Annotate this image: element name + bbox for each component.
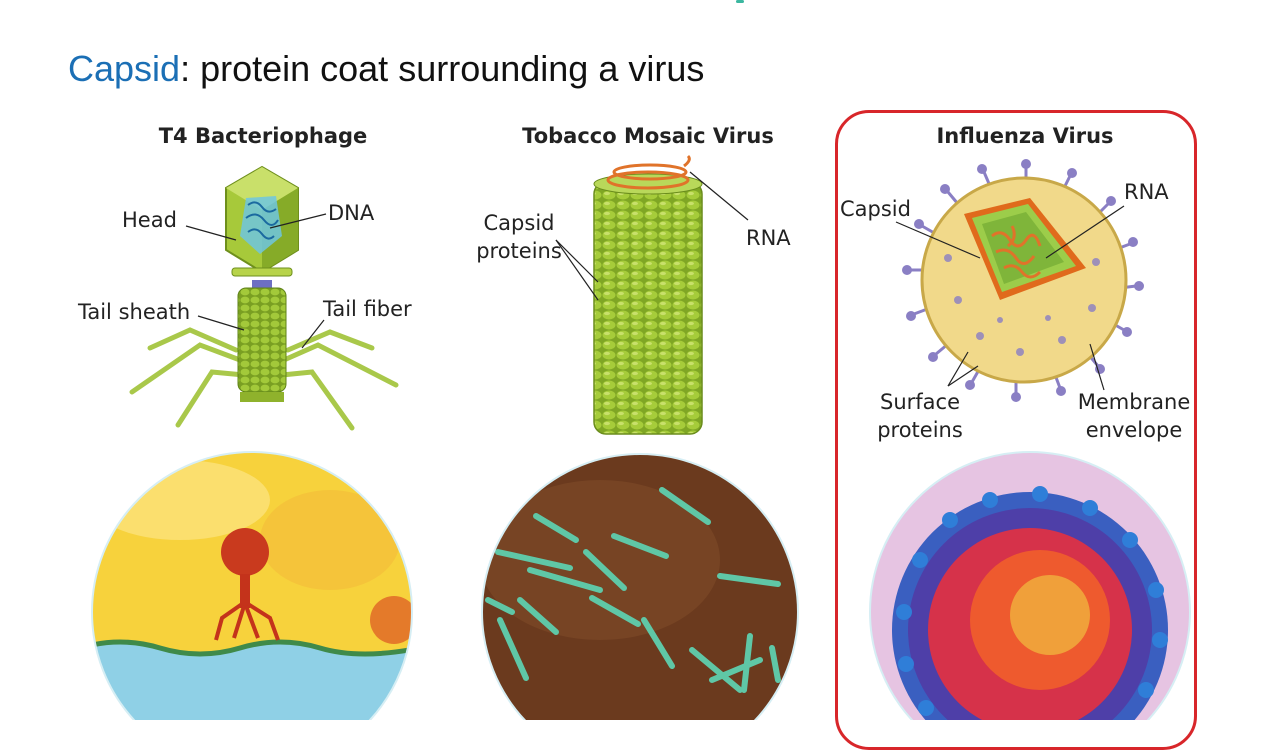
t4-phage-diagram [129, 165, 399, 431]
label-capsid-proteins: Capsid proteins [474, 209, 564, 265]
label-surface-proteins-line1: Surface [879, 390, 960, 414]
tmv-rod [593, 181, 703, 435]
tmv-micrograph [481, 453, 799, 720]
label-tmv-rna: RNA [746, 226, 791, 250]
panel-title-influenza: Influenza Virus [936, 124, 1114, 148]
label-surface-proteins-line2: proteins [877, 418, 963, 442]
label-capsid-proteins-line2: proteins [476, 239, 562, 263]
panel-title-t4: T4 Bacteriophage [158, 124, 368, 148]
label-influenza-capsid: Capsid [840, 197, 911, 221]
tail-fibers [129, 327, 399, 431]
title-keyword: Capsid [68, 48, 181, 89]
influenza-micrograph [869, 451, 1191, 720]
label-membrane-line2: envelope [1085, 418, 1183, 442]
label-head: Head [122, 208, 177, 232]
influenza-diagram [895, 159, 1144, 402]
label-tail-fiber: Tail fiber [323, 297, 412, 321]
slide-title: Capsid: protein coat surrounding a virus [68, 48, 704, 90]
title-rest: : protein coat surrounding a virus [180, 48, 705, 89]
panel-title-tmv: Tobacco Mosaic Virus [522, 124, 774, 148]
label-influenza-rna: RNA [1124, 180, 1169, 204]
phage-micrograph [91, 451, 413, 720]
label-surface-proteins: Surface proteins [868, 388, 972, 444]
influenza-rna [991, 225, 1042, 279]
tmv-diagram [555, 154, 749, 435]
tail-sheath [237, 287, 287, 393]
virus-illustrations [91, 154, 1191, 720]
top-accent-mark [736, 0, 744, 3]
label-dna: DNA [328, 201, 375, 225]
label-membrane-line1: Membrane [1077, 390, 1191, 414]
label-membrane-envelope: Membrane envelope [1072, 388, 1196, 444]
tmv-rna-helix [606, 154, 691, 190]
label-capsid-proteins-line1: Capsid [483, 211, 555, 235]
label-tail-sheath: Tail sheath [78, 300, 191, 324]
